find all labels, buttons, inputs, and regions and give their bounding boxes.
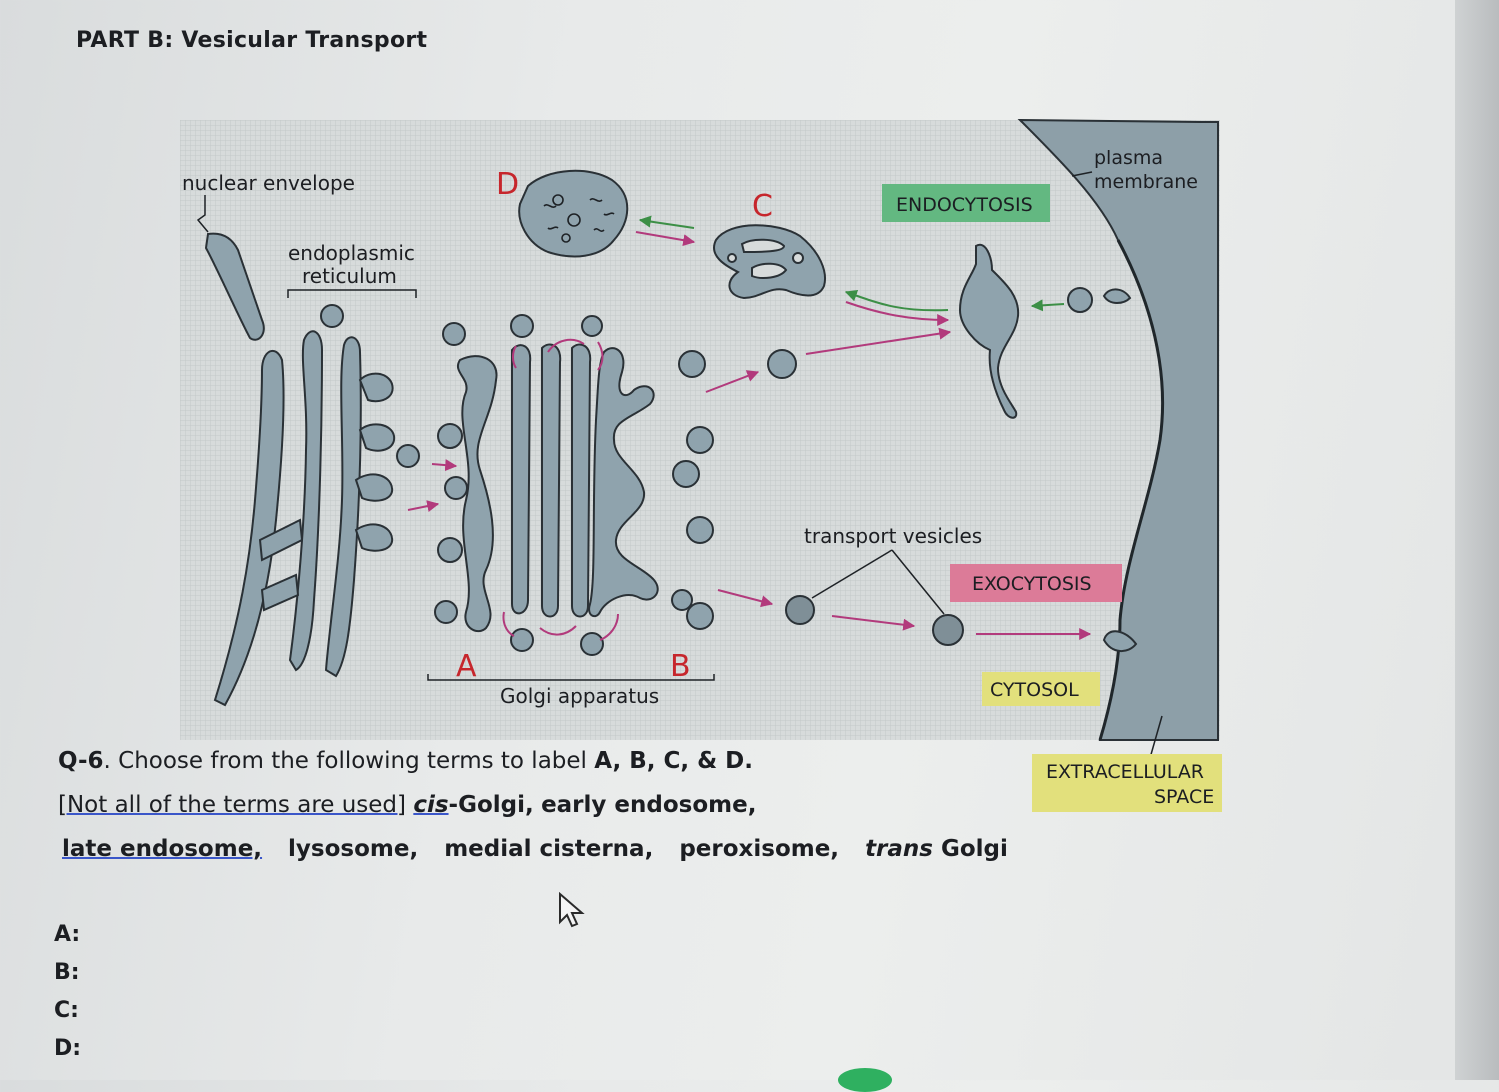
golgi-bracket — [427, 674, 715, 681]
golgi-vesicles — [434, 314, 714, 656]
letter-B: B — [670, 649, 691, 684]
label-cytosol: CYTOSOL — [990, 679, 1079, 701]
letter-A: A — [456, 649, 477, 684]
er-vesicle — [320, 304, 344, 328]
term-medial-cisterna: medial cisterna, — [444, 836, 654, 862]
arrow-golgi-to-secretory — [717, 589, 774, 608]
answer-a[interactable]: A: — [54, 922, 81, 947]
endocytosis-box — [882, 184, 1050, 222]
arrow-endosome-to-c-magenta — [845, 301, 950, 326]
label-er-line2: reticulum — [302, 264, 397, 288]
term-peroxisome: peroxisome, — [679, 836, 840, 862]
label-nuclear-envelope: nuclear envelope — [182, 171, 355, 195]
endoplasmic-reticulum-shape — [213, 330, 396, 707]
plasma-membrane-pointer — [1071, 171, 1093, 177]
golgi-derived-vesicle — [767, 349, 797, 379]
secretory-vesicle-1 — [785, 595, 815, 625]
arrow-golgi-to-vesicle — [705, 370, 760, 393]
plasma-membrane-inner-edge — [1098, 239, 1165, 741]
arrow-secretory-1-to-2 — [831, 615, 916, 631]
term-cis: cis — [413, 792, 449, 818]
arrow-endosome-to-c-green — [844, 289, 949, 312]
transport-vesicles-pointer — [811, 549, 945, 615]
label-transport-vesicles: transport vesicles — [804, 524, 982, 548]
letter-D: D — [496, 167, 519, 202]
question-label: Q-6 — [58, 748, 104, 774]
term-late-endosome: late endosome, — [62, 836, 263, 862]
term-lysosome: lysosome, — [288, 836, 419, 862]
answer-d[interactable]: D: — [54, 1036, 82, 1061]
lysosome-D-contents — [543, 194, 615, 243]
question-note: [Not all of the terms are used] — [58, 792, 407, 818]
label-er-line1: endoplasmic — [288, 241, 415, 265]
nuclear-envelope-shape — [204, 232, 265, 341]
green-object-bottom — [838, 1068, 892, 1092]
extracellular-pointer — [1149, 715, 1163, 759]
label-golgi: Golgi apparatus — [500, 684, 659, 708]
term-trans: trans — [865, 836, 933, 862]
er-vesicle — [396, 444, 420, 468]
endocytic-bud — [1102, 288, 1132, 304]
exocytosis-box — [950, 564, 1122, 602]
term-early-endosome: early endosome, — [541, 792, 757, 818]
arrow-c-to-d — [638, 215, 695, 229]
label-extracellular-line1: EXTRACELLULAR — [1046, 761, 1204, 783]
exocytosis-fusion-site — [1102, 630, 1138, 652]
extracellular-box — [1032, 754, 1222, 812]
page-heading: PART B: Vesicular Transport — [76, 28, 428, 53]
endocytic-vesicle — [1067, 287, 1093, 313]
question-line-3: late endosome, lysosome, medial cisterna, p… — [62, 836, 1008, 862]
cytosol-box — [982, 672, 1100, 706]
question-letters: A, B, C, & D. — [594, 748, 754, 774]
answer-b[interactable]: B: — [54, 960, 80, 985]
arrow-d-to-c — [635, 231, 696, 247]
term-cis-rest: -Golgi, — [448, 792, 534, 818]
label-endocytosis: ENDOCYTOSIS — [896, 194, 1033, 216]
question-line-1: Q-6. Choose from the following terms to … — [58, 748, 753, 774]
nuclear-envelope-pointer — [196, 195, 209, 233]
golgi-recycling-arrows — [407, 338, 619, 641]
term-trans-rest: Golgi — [932, 836, 1008, 862]
label-plasma-line1: plasma — [1094, 147, 1163, 169]
secretory-vesicle-2 — [932, 614, 964, 646]
question-text: . Choose from the following terms to lab… — [103, 748, 595, 774]
endocytic-compartment-shape — [958, 243, 1020, 419]
label-extracellular-line2: SPACE — [1154, 786, 1214, 808]
arrow-vesicle-to-endosome — [805, 327, 952, 355]
letter-C: C — [752, 189, 773, 224]
er-bracket — [287, 289, 417, 298]
arrow-vesicle-inward — [1030, 299, 1065, 312]
endosome-C-holes — [727, 238, 804, 279]
answer-c[interactable]: C: — [54, 998, 79, 1023]
mouse-cursor-icon — [559, 892, 585, 928]
label-exocytosis: EXOCYTOSIS — [972, 573, 1092, 595]
label-plasma-line2: membrane — [1094, 171, 1198, 193]
page-edge — [1455, 0, 1499, 1080]
question-line-2: [Not all of the terms are used] cis-Golg… — [58, 792, 756, 818]
golgi-stack-shape — [457, 343, 659, 633]
